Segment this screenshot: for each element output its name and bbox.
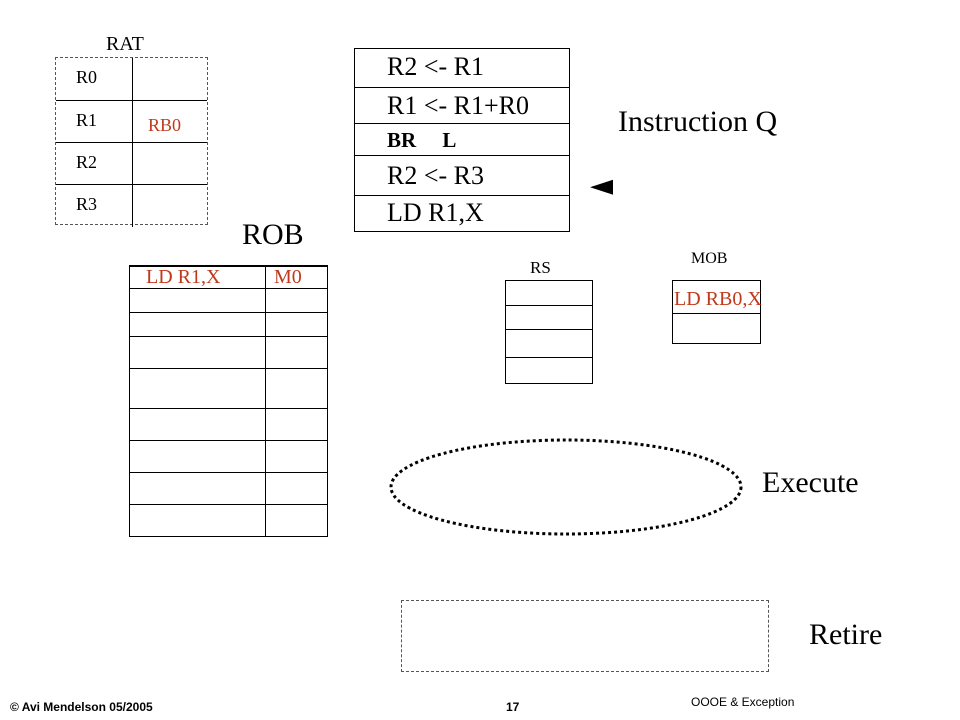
iq-row: R2 <- R1 bbox=[387, 52, 485, 81]
footer-author: © Avi Mendelson 05/2005 bbox=[10, 700, 153, 714]
rat-value-cell: RB0 bbox=[132, 101, 209, 143]
rat-value-cell bbox=[132, 185, 209, 227]
rob-title: ROB bbox=[242, 218, 304, 251]
rat-table: R0 R1 RB0 R2 R3 bbox=[55, 57, 209, 227]
rat-register-label: R2 bbox=[76, 152, 98, 172]
execute-unit-ellipse bbox=[389, 438, 743, 536]
rob-entry bbox=[130, 288, 327, 312]
rob-entry-instruction: LD R1,X bbox=[146, 266, 221, 288]
iq-row: BR L bbox=[355, 123, 569, 155]
rob-entry bbox=[130, 504, 327, 538]
iq-row: R2 <- R3 bbox=[355, 155, 569, 195]
footer-topic: OOOE & Exception bbox=[691, 695, 795, 709]
iq-row: LD R1,X bbox=[355, 195, 569, 233]
rat-row-r1: R1 RB0 bbox=[56, 100, 209, 143]
retire-label: Retire bbox=[809, 618, 883, 651]
mob-table bbox=[672, 280, 761, 344]
mob-entry: LD RB0,X bbox=[674, 288, 762, 310]
rob-entry-tag: M0 bbox=[274, 266, 302, 288]
retire-box bbox=[401, 600, 769, 672]
instruction-queue-label: Instruction Q bbox=[618, 105, 778, 138]
rat-value-cell bbox=[132, 58, 209, 100]
rs-table bbox=[505, 280, 593, 384]
rob-entry bbox=[130, 312, 327, 336]
rob-table: LD R1,X M0 bbox=[129, 265, 328, 537]
rat-row-r3: R3 bbox=[56, 184, 209, 227]
rat-register-label: R1 bbox=[76, 110, 98, 130]
rob-entry bbox=[130, 368, 327, 408]
rat-value-cell bbox=[132, 143, 209, 185]
rat-title: RAT bbox=[106, 33, 144, 55]
rob-entry bbox=[130, 440, 327, 472]
footer-page-number: 17 bbox=[506, 700, 520, 714]
rat-row-r2: R2 bbox=[56, 142, 209, 185]
rob-entry bbox=[130, 472, 327, 504]
queue-pointer-icon: ◄ bbox=[590, 168, 614, 203]
rob-entry: LD R1,X M0 bbox=[130, 266, 327, 288]
rat-register-label: R0 bbox=[76, 67, 98, 87]
rat-rename-value: RB0 bbox=[148, 115, 182, 135]
rs-title: RS bbox=[530, 258, 551, 277]
rob-entry bbox=[130, 336, 327, 368]
execute-label: Execute bbox=[762, 466, 859, 499]
instruction-queue: R2 <- R1 R1 <- R1+R0 BR L R2 <- R3 LD R1… bbox=[354, 48, 570, 232]
rat-row-r0: R0 bbox=[56, 58, 207, 100]
rat-register-label: R3 bbox=[76, 194, 98, 214]
mob-title: MOB bbox=[691, 250, 728, 267]
iq-row: R1 <- R1+R0 bbox=[355, 87, 569, 123]
rob-entry bbox=[130, 408, 327, 440]
